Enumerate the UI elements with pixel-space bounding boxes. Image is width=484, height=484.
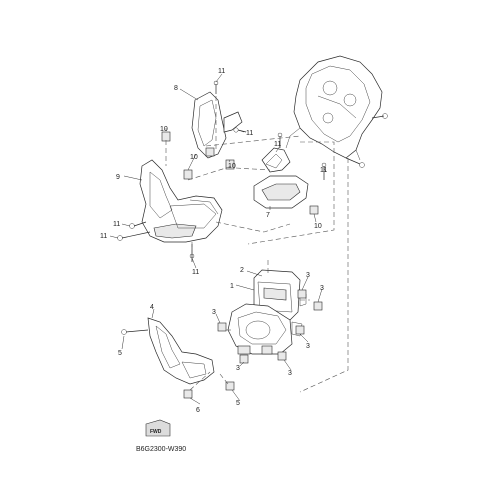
- callout-11: 11: [218, 68, 225, 75]
- callout-5: 5: [236, 400, 240, 407]
- callout-10: 10: [190, 154, 198, 161]
- diagram-code: B6G2300-W390: [136, 446, 186, 453]
- callout-4: 4: [150, 304, 154, 311]
- callout-11: 11: [113, 221, 120, 228]
- callout-3: 3: [236, 365, 240, 372]
- lower-cover-4: [121, 317, 235, 399]
- headlight-cowl-9: [117, 159, 223, 262]
- callout-3: 3: [320, 285, 324, 292]
- fwd-badge: FWD: [145, 419, 171, 437]
- callout-9: 9: [116, 174, 120, 181]
- callout-11: 11: [320, 167, 327, 174]
- callout-6: 6: [196, 407, 200, 414]
- assembly-guidelines: [165, 96, 349, 393]
- fwd-text: FWD: [150, 429, 162, 435]
- lamp-unit-7: [253, 132, 327, 215]
- callout-11: 11: [246, 130, 253, 137]
- callout-labels: 11 8 10 11 11 10 10 11 9 7 10 11 11 11 2…: [100, 68, 327, 414]
- stay-bracket-8: [191, 80, 243, 159]
- callout-7: 7: [266, 212, 270, 219]
- callout-3: 3: [306, 343, 310, 350]
- callout-leaders: [109, 73, 327, 405]
- callout-8: 8: [174, 85, 178, 92]
- callout-3: 3: [306, 272, 310, 279]
- callout-11: 11: [192, 269, 199, 276]
- callout-5: 5: [118, 350, 122, 357]
- fwd-arrow-icon: [145, 419, 171, 437]
- callout-11: 11: [100, 233, 107, 240]
- callout-1: 1: [230, 283, 234, 290]
- callout-3: 3: [212, 309, 216, 316]
- callout-11: 11: [274, 141, 281, 148]
- callout-10: 10: [314, 223, 322, 230]
- callout-10: 10: [228, 163, 236, 170]
- meter-assembly-1-2: [227, 269, 307, 355]
- callout-2: 2: [240, 267, 244, 274]
- callout-10: 10: [160, 126, 168, 133]
- frame-bracket: [285, 55, 388, 168]
- callout-3: 3: [288, 370, 292, 377]
